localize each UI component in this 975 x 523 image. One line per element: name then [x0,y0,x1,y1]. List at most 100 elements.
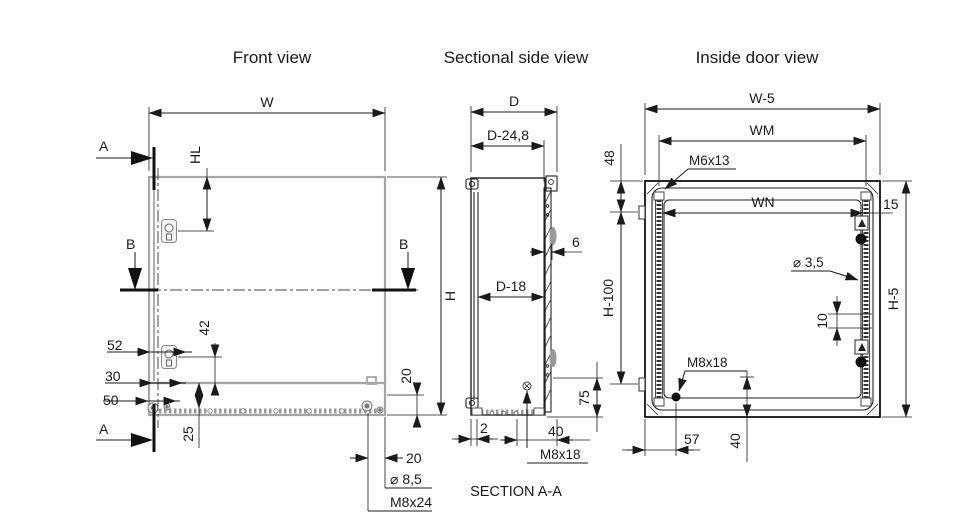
dim-w: W [148,94,386,171]
dim-wn: WN 15 [662,194,899,220]
dim-50: 50 [103,392,180,408]
dim-48: 48 [601,144,643,213]
dim-h-label: H [442,291,458,301]
dim-m8x24-label: M8x24 [390,494,432,510]
dim-30-label: 30 [105,368,121,384]
door-view-title: Inside door view [696,48,820,67]
door-outer-outline [644,180,881,418]
dim-hl-label: HL [187,146,203,164]
side-m8x18-label: M8x18 [540,447,581,462]
hinge-icon [161,219,177,243]
dim-w-label: W [260,94,274,110]
dim-57-label: 57 [684,431,700,447]
dim-42: 42 [178,320,222,396]
dim-40-door-label: 40 [727,433,743,449]
side-gland-plate [471,407,545,416]
dim-52: 52 [107,337,192,357]
section-caption: SECTION A-A [470,484,562,500]
dim-25: 25 [180,382,204,448]
dim-6: 6 [530,234,582,260]
dim-40-side: 40 [500,419,590,446]
plate-bracket-icon [549,349,557,367]
dim-75-label: 75 [576,390,592,406]
earth-stud-icon [671,392,681,402]
front-view: Front view [96,48,458,512]
dim-m8x24: M8x24 [368,494,432,512]
dim-dia85: ⌀ 8,5 [385,471,432,489]
side-view-title: Sectional side view [444,48,589,67]
latch-icon [854,339,869,368]
gland-screw-icons [207,408,345,414]
dim-dia35: ⌀ 3,5 [791,255,859,281]
door-m8x18-label: M8x18 [687,355,728,370]
dim-dia85-label: ⌀ 8,5 [390,471,422,487]
door-rail-right [860,191,872,407]
hinge-tab-icon [638,205,646,220]
dim-50-label: 50 [103,392,119,408]
dim-m6x13: M6x13 [664,153,736,190]
front-bottom-panel [147,381,387,417]
door-rail-left [653,191,665,407]
section-arrow-icon [128,268,142,290]
door-view: Inside door view [600,48,912,462]
mounting-plate-section [543,175,558,413]
front-view-title: Front view [233,48,312,67]
hinge-tab-icon [638,377,646,392]
hinge-pin-icon [468,180,476,188]
dim-48-label: 48 [601,150,617,166]
dim-d-label: D [509,93,519,109]
plate-top-bracket [545,175,558,192]
dim-57: 57 [622,403,700,456]
latch-icon [854,215,869,245]
side-view: Sectional side view [444,48,603,500]
dim-w5: W-5 [644,90,881,175]
dim-2: 2 [452,419,498,446]
dim-20-right-label: 20 [398,368,414,384]
dim-h5: H-5 [882,180,912,418]
dim-40-side-label: 40 [548,423,564,439]
dim-75: 75 [547,362,603,432]
door-m6x13-label: M6x13 [689,153,730,168]
dim-15-label: 15 [883,196,899,212]
dim-h100: H-100 [600,211,638,385]
dim-10: 10 [814,296,872,346]
section-b-label: B [126,236,135,252]
dim-30: 30 [105,368,186,388]
dim-20-bottom: 20 [350,413,422,511]
dim-wn-label: WN [751,194,774,210]
door-corner-folds [646,182,879,416]
dim-wm: WM [658,122,867,186]
dim-w5-label: W-5 [749,90,775,106]
dim-dia35-label: ⌀ 3,5 [793,255,824,270]
hinge-icon [161,345,177,369]
dim-42-label: 42 [196,320,212,336]
section-arrow-icon: A [96,404,156,452]
side-stud-m8x18: M8x18 [522,381,588,464]
dim-h100-label: H-100 [600,279,616,317]
dim-25-label: 25 [180,426,196,442]
dim-d18: D-18 [477,278,545,302]
dim-d18-label: D-18 [496,278,527,294]
dim-20-right: 20 [387,368,424,428]
dim-d248: D-24,8 [470,127,545,182]
dim-hl: HL [178,146,214,232]
section-a-label: A [99,421,109,437]
dim-20-bottom-label: 20 [406,450,422,466]
dim-40-door: 40 [727,371,754,462]
hinge-knuckle-icon [465,397,479,409]
dim-6-label: 6 [572,234,580,250]
dim-m8x18-door: M8x18 [678,355,747,392]
hinge-pin-icon [468,399,476,407]
dim-52-label: 52 [107,337,123,353]
section-b-line: B B [120,236,418,292]
dim-h5-label: H-5 [885,288,901,311]
dim-2-label: 2 [480,420,488,436]
dim-10-label: 10 [814,313,830,329]
side-door-edge [465,178,479,409]
dim-d248-label: D-24,8 [487,127,529,143]
door-inner-frame [651,187,874,411]
hinge-knuckle-icon [465,178,479,190]
dim-d: D [470,93,558,172]
